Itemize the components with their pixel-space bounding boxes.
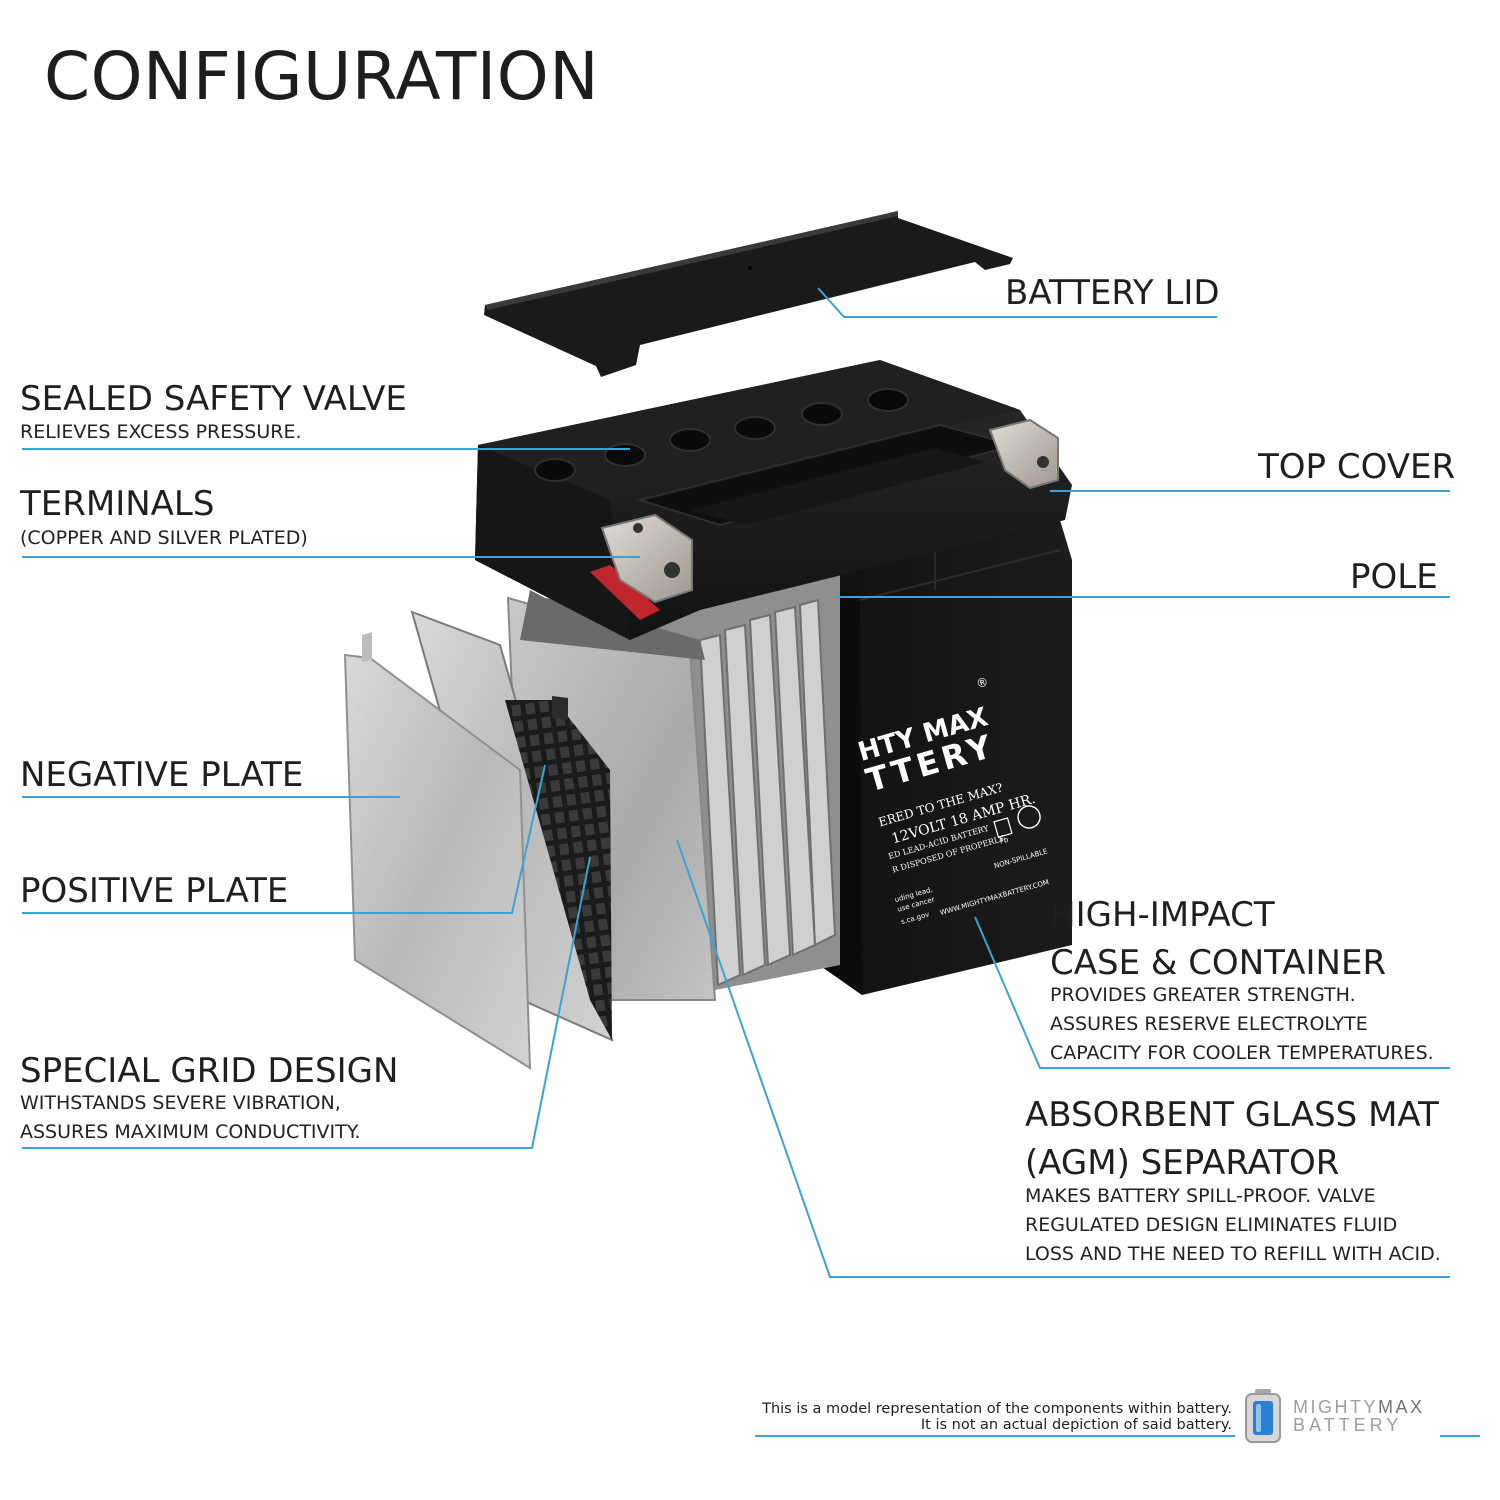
battery-pb: Pb xyxy=(999,836,1010,846)
label-terminals-title: TERMINALS xyxy=(20,484,215,524)
logo-wordmark-line2: BATTERY xyxy=(1293,1415,1403,1435)
label-grid-design-desc2: ASSURES MAXIMUM CONDUCTIVITY. xyxy=(20,1121,361,1143)
label-agm-title1: ABSORBENT GLASS MAT xyxy=(1025,1095,1439,1135)
leader-lines xyxy=(22,287,1480,1437)
footer-disclaimer-line1: This is a model representation of the co… xyxy=(762,1401,1232,1417)
label-negative-plate: NEGATIVE PLATE xyxy=(20,755,304,795)
label-high-impact-desc2: ASSURES RESERVE ELECTROLYTE xyxy=(1050,1013,1368,1035)
battery-lid xyxy=(484,211,1013,377)
label-agm-desc2: REGULATED DESIGN ELIMINATES FLUID xyxy=(1025,1214,1398,1236)
label-high-impact-title2: CASE & CONTAINER xyxy=(1050,943,1387,983)
label-agm-desc3: LOSS AND THE NEED TO REFILL WITH ACID. xyxy=(1025,1243,1441,1265)
logo-max: MAX xyxy=(1378,1397,1425,1417)
label-high-impact-desc3: CAPACITY FOR COOLER TEMPERATURES. xyxy=(1050,1042,1434,1064)
recycle-bin-icon xyxy=(993,817,1013,838)
battery-reg-mark: ® xyxy=(975,674,990,691)
label-agm-desc1: MAKES BATTERY SPILL-PROOF. VALVE xyxy=(1025,1185,1376,1207)
label-agm-title2: (AGM) SEPARATOR xyxy=(1025,1143,1340,1183)
label-sealed-valve-desc: RELIEVES EXCESS PRESSURE. xyxy=(20,421,302,443)
label-high-impact-desc1: PROVIDES GREATER STRENGTH. xyxy=(1050,984,1356,1006)
plate-stack xyxy=(506,560,840,1001)
label-positive-plate: POSITIVE PLATE xyxy=(20,871,289,911)
label-grid-design-title: SPECIAL GRID DESIGN xyxy=(20,1051,399,1091)
battery-logo-icon xyxy=(1243,1388,1283,1444)
label-battery-lid: BATTERY LID xyxy=(1005,273,1220,313)
leader-high-impact xyxy=(974,916,1450,1069)
label-grid-design-desc1: WITHSTANDS SEVERE VIBRATION, xyxy=(20,1092,341,1114)
leader-positive-plate xyxy=(22,764,546,914)
leader-agm xyxy=(676,839,1450,1278)
footer-disclaimer-line2: It is not an actual depiction of said ba… xyxy=(920,1417,1232,1433)
leader-grid-design xyxy=(22,856,591,1149)
label-sealed-valve-title: SEALED SAFETY VALVE xyxy=(20,379,407,419)
logo-mighty: MIGHTY xyxy=(1293,1397,1378,1417)
label-top-cover: TOP COVER xyxy=(1258,447,1456,487)
logo-wordmark-line1: MIGHTYMAX xyxy=(1293,1398,1425,1417)
page-title: CONFIGURATION xyxy=(44,38,600,115)
terminal-negative xyxy=(988,418,1059,490)
label-terminals-desc: (COPPER AND SILVER PLATED) xyxy=(20,527,308,549)
leader-battery-lid xyxy=(817,287,1217,318)
terminal-positive xyxy=(600,513,693,604)
recycle-icon xyxy=(1017,805,1041,829)
label-pole: POLE xyxy=(1350,557,1438,597)
negative-plate-art xyxy=(343,632,532,1070)
label-high-impact-title1: HIGH-IMPACT xyxy=(1050,895,1275,935)
